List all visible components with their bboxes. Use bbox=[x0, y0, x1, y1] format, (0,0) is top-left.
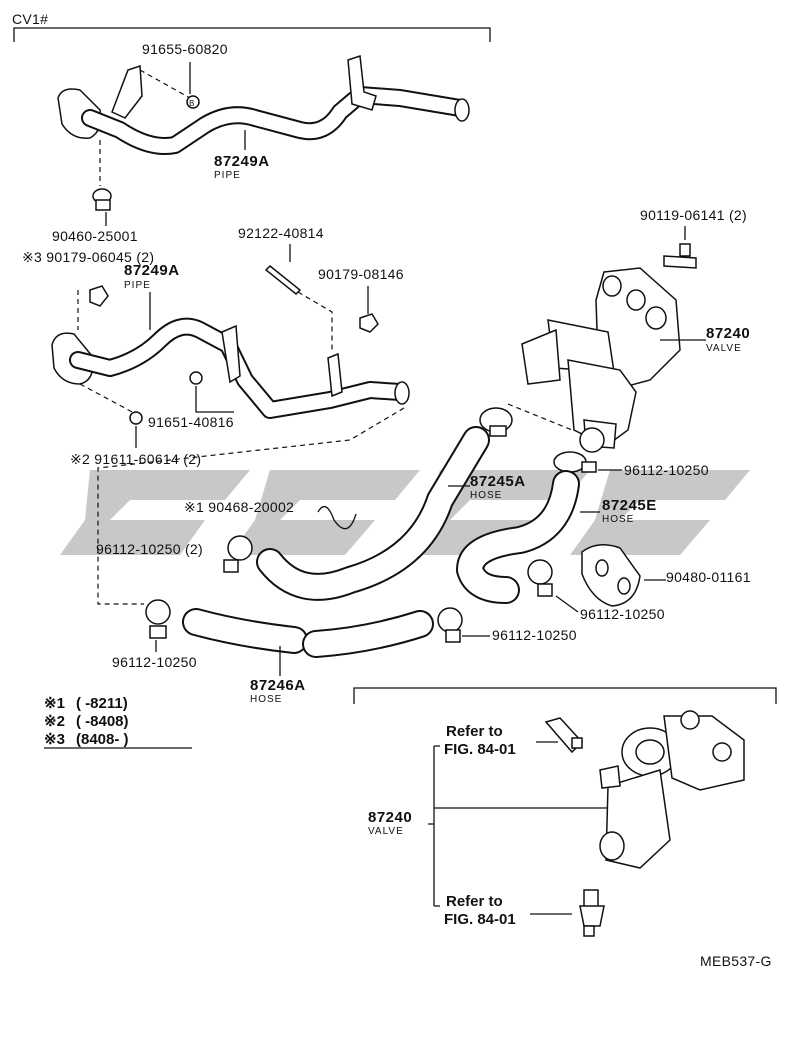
upper-hose-clamp-icon bbox=[92, 188, 112, 211]
valve-bolt-label: 90119-06141 (2) bbox=[640, 207, 747, 223]
hose-87245e bbox=[456, 470, 580, 604]
clamp-pair-label: 96112-10250 (2) bbox=[96, 541, 203, 557]
pipe-lower-name: PIPE bbox=[124, 280, 151, 291]
pair-clamp-icon bbox=[223, 535, 253, 573]
clamp-valve-label: 96112-10250 bbox=[624, 462, 709, 478]
valve-hose-clamp-icon bbox=[479, 407, 513, 437]
hose-b-number: 87246A bbox=[250, 677, 306, 694]
inset-refer-bot-1: Refer to bbox=[446, 893, 503, 910]
inset-valve-name: VALVE bbox=[368, 826, 404, 837]
inset-valve-assembly bbox=[599, 710, 745, 869]
upper-pipe-bracket-b bbox=[347, 54, 377, 111]
header-bracket bbox=[13, 27, 491, 42]
legend-mark-3: ※3 bbox=[44, 731, 65, 748]
valve-name: VALVE bbox=[706, 343, 742, 354]
hose-e-name: HOSE bbox=[602, 514, 634, 525]
bolt-c-note-label: ※2 91611-60614 (2) bbox=[70, 451, 201, 467]
left-clamp-icon bbox=[145, 599, 171, 639]
upper-pipe bbox=[57, 54, 470, 155]
bolt-a-label: 91655-60820 bbox=[142, 41, 228, 57]
nut-icon bbox=[89, 285, 109, 307]
valve-assembly bbox=[521, 267, 681, 453]
hose-87245a bbox=[256, 426, 490, 601]
nut-b-icon bbox=[359, 313, 379, 333]
applicability-legend: ※1 ( -8211) ※2 ( -8408) ※3 (8408- ) bbox=[44, 695, 192, 749]
wire-clip-icon bbox=[317, 505, 357, 530]
nut-note-label: ※3 90179-06045 (2) bbox=[22, 249, 154, 265]
pipe-lower-number: 87249A bbox=[124, 262, 180, 279]
badge-c-icon bbox=[129, 411, 143, 425]
inset-refer-bot-2: FIG. 84-01 bbox=[444, 911, 516, 928]
stud-label: 92122-40814 bbox=[238, 225, 324, 241]
stud-icon bbox=[264, 264, 302, 296]
wire-note-label: ※1 90468-20002 bbox=[184, 499, 294, 515]
clamp-right-label: 96112-10250 bbox=[580, 606, 665, 622]
inset-valve-number: 87240 bbox=[368, 809, 412, 826]
legend-range-3: (8408- ) bbox=[76, 731, 129, 748]
grommet-label: 90480-01161 bbox=[666, 569, 751, 585]
hose-a-number: 87245A bbox=[470, 473, 526, 490]
grommet-icon bbox=[581, 544, 641, 607]
hose-87246a bbox=[182, 608, 434, 658]
inset-tree bbox=[428, 745, 612, 907]
mid-clamp-icon bbox=[437, 607, 463, 643]
pipe-upper-number: 87249A bbox=[214, 153, 270, 170]
upper-pipe-bracket-a bbox=[111, 64, 143, 119]
legend-mark-1: ※1 bbox=[44, 695, 65, 712]
valve-number: 87240 bbox=[706, 325, 750, 342]
inset-refer-top-1: Refer to bbox=[446, 723, 503, 740]
svg-text:B: B bbox=[189, 99, 194, 108]
nut-b-label: 90179-08146 bbox=[318, 266, 404, 282]
hose-b-name: HOSE bbox=[250, 694, 282, 705]
inset-refer-top-2: FIG. 84-01 bbox=[444, 741, 516, 758]
badge-b-icon bbox=[189, 371, 203, 385]
valve-bolt-icon bbox=[663, 243, 697, 269]
badge-icon bbox=[186, 95, 200, 109]
legend-mark-2: ※2 bbox=[44, 713, 65, 730]
clamp-upper-label: 90460-25001 bbox=[52, 228, 138, 244]
pipe-upper-name: PIPE bbox=[214, 170, 241, 181]
vacuum-switch-bottom-icon bbox=[579, 889, 605, 937]
section-code: CV1# bbox=[12, 11, 48, 27]
bolt-b-label: 91651-40816 bbox=[148, 414, 234, 430]
footer-code: MEB537-G bbox=[700, 953, 772, 969]
hose-a-name: HOSE bbox=[470, 490, 502, 501]
legend-range-2: ( -8408) bbox=[76, 713, 129, 730]
hose-e-number: 87245E bbox=[602, 497, 657, 514]
lower-pipe bbox=[51, 317, 410, 419]
clamp-mid-label: 96112-10250 bbox=[492, 627, 577, 643]
valve-clamp-icon bbox=[553, 451, 597, 473]
vacuum-switch-top-icon bbox=[544, 717, 584, 754]
clamp-left-label: 96112-10250 bbox=[112, 654, 197, 670]
inset-bracket bbox=[353, 687, 777, 704]
right-clamp-icon bbox=[527, 559, 553, 597]
legend-range-1: ( -8211) bbox=[76, 695, 128, 712]
